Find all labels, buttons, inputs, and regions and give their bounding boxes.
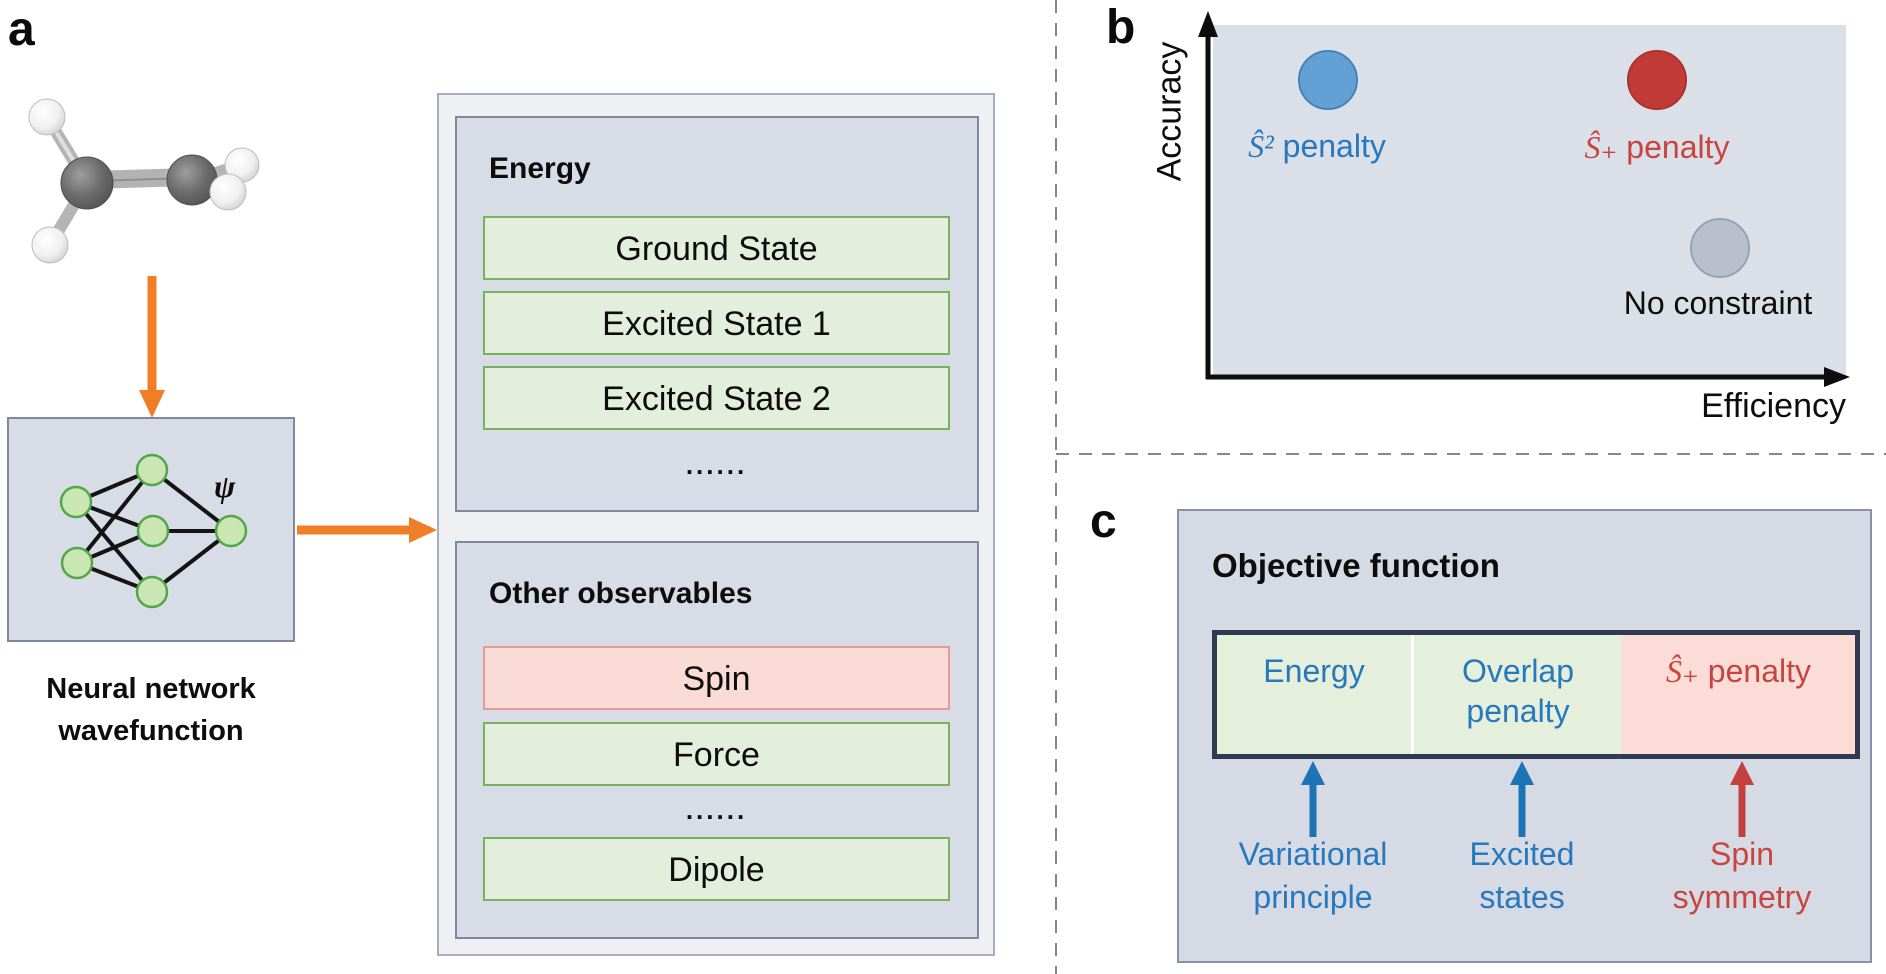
caption-line-2: wavefunction <box>58 715 244 747</box>
observables-box-title: Other observables <box>489 577 753 610</box>
energy-box: Energy Ground State Excited State 1 Exci… <box>455 116 979 512</box>
hydrogen-atom <box>31 226 69 264</box>
annotation-excited-states: Excited states <box>1412 833 1632 919</box>
panel-a-label: a <box>8 3 35 56</box>
carbon-atom <box>166 154 218 206</box>
carbon-atom <box>60 156 114 210</box>
annotation-arrows <box>1301 761 1754 837</box>
panel-c-label: c <box>1090 495 1117 548</box>
hidden-node <box>135 575 169 609</box>
hydrogen-atom <box>209 173 247 211</box>
output-node <box>214 514 248 548</box>
annotation-spin-symmetry: Spin symmetry <box>1632 833 1852 919</box>
hydrogen-atom <box>28 98 66 136</box>
neural-network-box: ψ <box>7 417 295 642</box>
network-to-observables-arrow <box>297 517 437 543</box>
accuracy-label: Accuracy <box>1150 41 1189 181</box>
s2-text: penalty <box>1273 128 1386 164</box>
energy-row-excited-state-2: Excited State 2 <box>483 366 950 430</box>
s2-symbol: Ŝ² <box>1248 128 1274 164</box>
objective-bar: Energy Overlap penalty Ŝ₊ penalty <box>1212 630 1860 759</box>
segment-energy: Energy <box>1217 635 1414 754</box>
objective-function-title: Objective function <box>1212 547 1500 584</box>
axes <box>1198 11 1850 387</box>
splus-text: penalty <box>1698 653 1811 689</box>
annotation-line-2: principle <box>1253 879 1373 915</box>
annotation-line-2: states <box>1479 879 1565 915</box>
hidden-node <box>136 514 170 548</box>
segment-overlap-penalty: Overlap penalty <box>1414 635 1622 754</box>
overlap-line-2: penalty <box>1466 693 1570 729</box>
annotation-line-1: Excited <box>1469 836 1575 872</box>
objective-function-box: Objective function Energy Overlap penalt… <box>1177 509 1872 963</box>
energy-row-ground-state: Ground State <box>483 216 950 280</box>
neural-network-caption: Neural network wavefunction <box>0 668 302 752</box>
no-constraint-label: No constraint <box>1623 285 1813 321</box>
annotation-line-1: Spin <box>1709 836 1775 872</box>
input-node <box>60 546 94 580</box>
overlap-line-1: Overlap <box>1461 653 1575 689</box>
annotation-line-1: Variational <box>1238 836 1388 872</box>
ethylene-molecule <box>28 98 260 264</box>
splus-symbol: Ŝ₊ <box>1584 129 1618 165</box>
neural-network-graphic: ψ <box>59 453 248 609</box>
panel-b-label: b <box>1106 1 1136 54</box>
caption-line-1: Neural network <box>46 673 256 705</box>
molecule-to-network-arrow <box>139 276 165 418</box>
splus-penalty-label: Ŝ₊ penalty <box>1548 128 1766 166</box>
observables-row-dipole: Dipole <box>483 837 950 901</box>
splus-symbol: Ŝ₊ <box>1666 653 1699 689</box>
x-axis-label: Efficiency <box>1701 387 1846 425</box>
outputs-container: Energy Ground State Excited State 1 Exci… <box>437 93 995 956</box>
panel-separator-vertical <box>1055 0 1057 974</box>
energy-ellipsis: ...... <box>685 450 748 480</box>
energy-row-excited-state-1: Excited State 1 <box>483 291 950 355</box>
observables-row-force: Force <box>483 722 950 786</box>
splus-text: penalty <box>1617 129 1730 165</box>
splus-penalty-point <box>1627 50 1687 110</box>
y-axis-label: Accuracy <box>1146 22 1194 200</box>
annotation-line-2: symmetry <box>1672 879 1812 915</box>
hidden-node <box>135 453 169 487</box>
s2-penalty-point <box>1298 50 1358 110</box>
observables-ellipsis: ...... <box>685 795 748 825</box>
energy-box-title: Energy <box>489 152 591 185</box>
segment-splus-penalty: Ŝ₊ penalty <box>1622 635 1855 754</box>
s2-penalty-label: Ŝ² penalty <box>1210 128 1424 165</box>
annotation-variational-principle: Variational principle <box>1203 833 1423 919</box>
psi-symbol: ψ <box>214 468 236 504</box>
other-observables-box: Other observables Spin Force ...... Dipo… <box>455 541 979 939</box>
panel-separator-horizontal <box>1056 453 1886 455</box>
observables-row-spin: Spin <box>483 646 950 710</box>
input-node <box>59 485 93 519</box>
no-constraint-point <box>1690 218 1750 278</box>
